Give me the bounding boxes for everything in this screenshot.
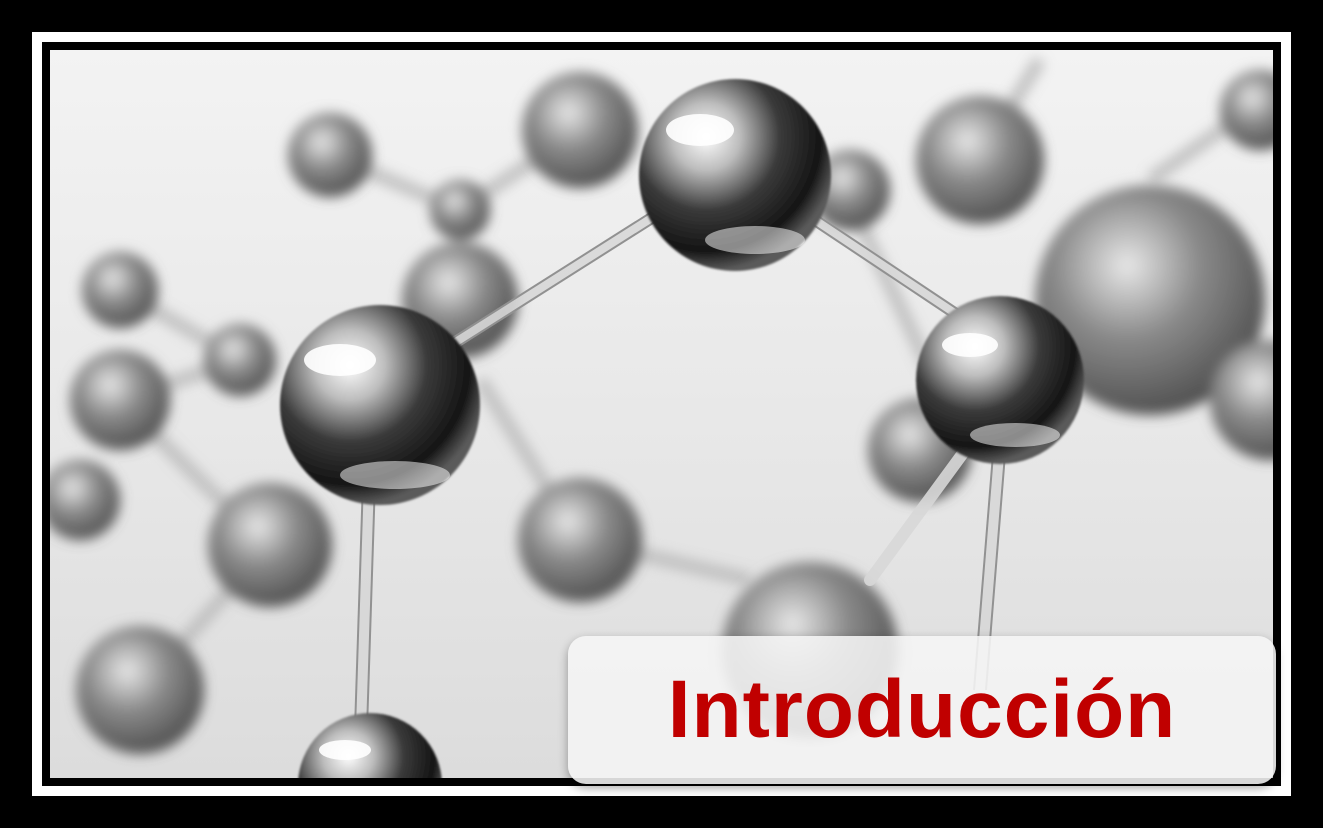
slide-title: Introducción [667,664,1177,755]
molecule-illustration [50,56,1273,778]
title-banner: Introducción [568,636,1276,784]
